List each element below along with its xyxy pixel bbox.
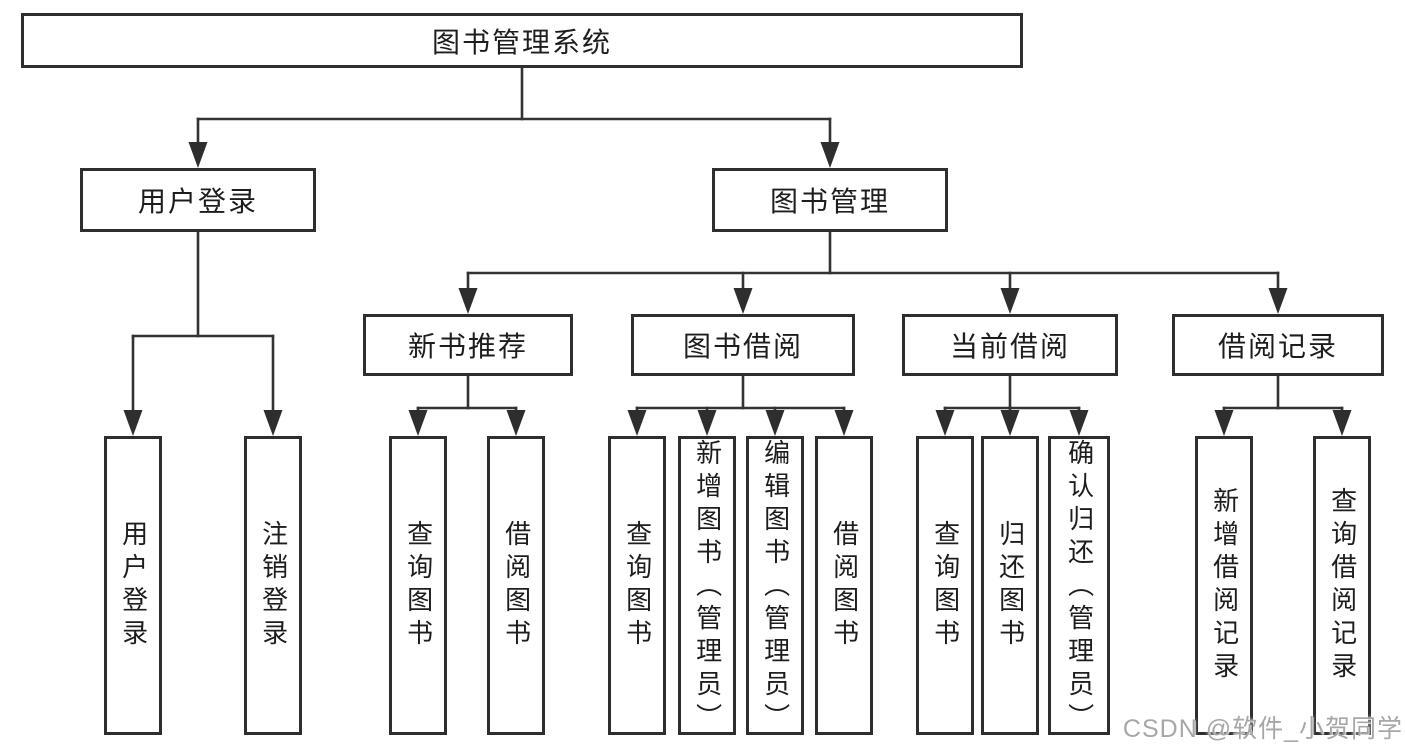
arrowhead bbox=[1000, 288, 1020, 314]
connector-book-management-children bbox=[458, 230, 1288, 314]
arrowhead bbox=[697, 410, 717, 436]
arrowhead bbox=[188, 142, 208, 168]
connector-current-borrowing-children bbox=[935, 374, 1089, 436]
connector-root-to-level1 bbox=[188, 66, 840, 168]
arrowhead bbox=[1268, 288, 1288, 314]
connector-borrowing-records-children bbox=[1214, 374, 1352, 436]
arrowhead bbox=[834, 410, 854, 436]
node-borrowing-records: 借阅记录 bbox=[1172, 314, 1384, 376]
node-leaf-logout: 注销登录 bbox=[244, 436, 302, 735]
connector-new-book-rec-children bbox=[408, 374, 526, 436]
node-leaf-add-borrow-record: 新增借阅记录 bbox=[1195, 436, 1253, 735]
node-user-login: 用户登录 bbox=[80, 168, 316, 232]
node-book-management: 图书管理 bbox=[712, 168, 948, 232]
arrowhead bbox=[1214, 410, 1234, 436]
arrowhead bbox=[123, 410, 143, 436]
node-book-borrowing: 图书借阅 bbox=[631, 314, 855, 376]
node-current-borrowing: 当前借阅 bbox=[902, 314, 1118, 376]
arrowhead bbox=[1069, 410, 1089, 436]
node-leaf-user-login: 用户登录 bbox=[104, 436, 162, 735]
arrowhead bbox=[458, 288, 478, 314]
arrowhead bbox=[263, 410, 283, 436]
node-leaf-borrow-books-1: 借阅图书 bbox=[487, 436, 545, 735]
arrowhead bbox=[733, 288, 753, 314]
csdn-watermark: CSDN @软件_小贺同学 bbox=[1122, 715, 1403, 743]
node-library-management-system: 图书管理系统 bbox=[21, 13, 1023, 68]
arrowhead bbox=[408, 410, 428, 436]
arrowhead bbox=[627, 410, 647, 436]
node-leaf-confirm-return-admin: 确认归还（管理员） bbox=[1048, 436, 1110, 736]
arrowhead bbox=[1332, 410, 1352, 436]
arrowhead bbox=[765, 410, 785, 436]
node-leaf-query-books-1: 查询图书 bbox=[389, 436, 447, 735]
connector-book-borrowing-children bbox=[627, 374, 854, 436]
node-leaf-query-borrow-record: 查询借阅记录 bbox=[1313, 436, 1371, 735]
node-leaf-query-books-2: 查询图书 bbox=[608, 436, 666, 735]
arrowhead bbox=[506, 410, 526, 436]
node-leaf-add-books-admin: 新增图书（管理员） bbox=[678, 436, 736, 736]
node-leaf-borrow-books-2: 借阅图书 bbox=[815, 436, 873, 735]
node-leaf-edit-books-admin: 编辑图书（管理员） bbox=[746, 436, 804, 736]
arrowhead bbox=[935, 410, 955, 436]
arrowhead bbox=[820, 142, 840, 168]
connector-user-login-children bbox=[123, 230, 283, 436]
node-new-book-recommendation: 新书推荐 bbox=[363, 314, 573, 376]
arrowhead bbox=[1000, 410, 1020, 436]
node-leaf-return-books: 归还图书 bbox=[981, 436, 1039, 735]
node-leaf-query-books-3: 查询图书 bbox=[916, 436, 974, 735]
